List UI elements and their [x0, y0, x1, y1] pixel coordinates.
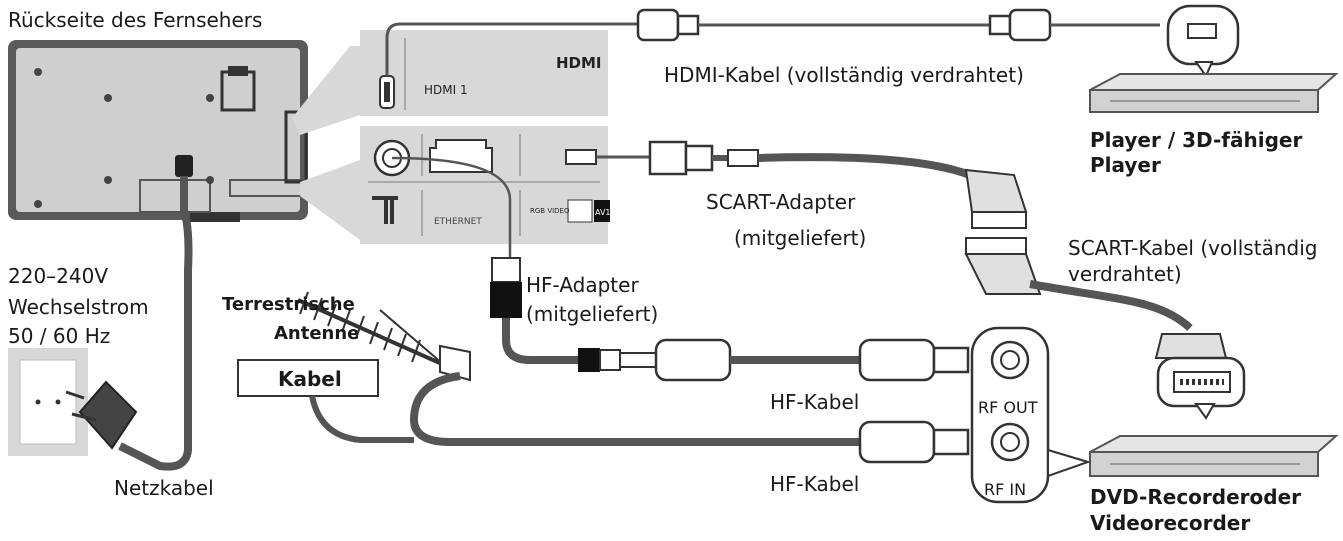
- power-cable-label: Netzkabel: [114, 476, 214, 500]
- kabel-box: [237, 359, 379, 397]
- scart-cable: [596, 140, 1246, 420]
- hf-cable-bottom-label: HF-Kabel: [770, 472, 860, 496]
- tv-back-panel: [8, 40, 311, 222]
- power-cable: [8, 176, 193, 471]
- scart-adapter-label-line1: SCART-Adapter: [706, 190, 856, 214]
- hdmi-port-label: HDMI 1: [424, 83, 468, 97]
- tv-back-title: Rückseite des Fernsehers: [8, 8, 263, 32]
- hf-cable-top-label: HF-Kabel: [770, 390, 860, 414]
- kabel-label: Kabel: [278, 367, 342, 391]
- recorder-label-line2: Videorecorder: [1090, 511, 1251, 535]
- power-current: Wechselstrom: [8, 295, 149, 319]
- hf-adapter-label-line2: (mitgeliefert): [526, 302, 659, 326]
- player-device: [1089, 4, 1339, 113]
- recorder-label-line1: DVD-Recorderoder: [1090, 485, 1302, 509]
- hdmi-panel: [360, 30, 608, 116]
- hf-cable-top: [391, 156, 970, 382]
- recorder-device: [1089, 435, 1339, 477]
- player-label-line2: Player: [1090, 153, 1161, 177]
- rgb-video-label: RGB VIDEO: [530, 207, 570, 215]
- hf-adapter-label-line1: HF-Adapter: [526, 273, 639, 297]
- hdmi-cable-label: HDMI-Kabel (vollständig verdrahtet): [664, 63, 1024, 87]
- rf-port-box: [970, 326, 1092, 504]
- player-label-line1: Player / 3D-fähiger: [1090, 128, 1303, 152]
- callout-wedge-hdmi: [292, 46, 360, 135]
- rf-in-label: RF IN: [984, 480, 1027, 499]
- callout-wedge-av: [300, 160, 360, 240]
- ethernet-label: ETHERNET: [434, 217, 482, 227]
- scart-adapter-label-line2: (mitgeliefert): [734, 226, 867, 250]
- antenna-label-line2: Antenne: [274, 323, 360, 344]
- hdmi-cable: [385, 8, 1160, 76]
- av1-label: AV1: [595, 208, 611, 217]
- hf-cable-bottom: [309, 372, 970, 464]
- rf-out-label: RF OUT: [978, 398, 1038, 417]
- scart-cable-label-line1: SCART-Kabel (vollständig: [1068, 236, 1318, 260]
- scart-cable-label-line2: verdrahtet): [1068, 262, 1182, 286]
- power-frequency: 50 / 60 Hz: [8, 324, 111, 348]
- power-voltage: 220–240V: [8, 264, 109, 288]
- antenna: [297, 291, 471, 382]
- antenna-label-line1: Terrestrische: [222, 294, 355, 315]
- hdmi-logo: HDMI: [556, 54, 602, 72]
- av-panel: [360, 126, 610, 244]
